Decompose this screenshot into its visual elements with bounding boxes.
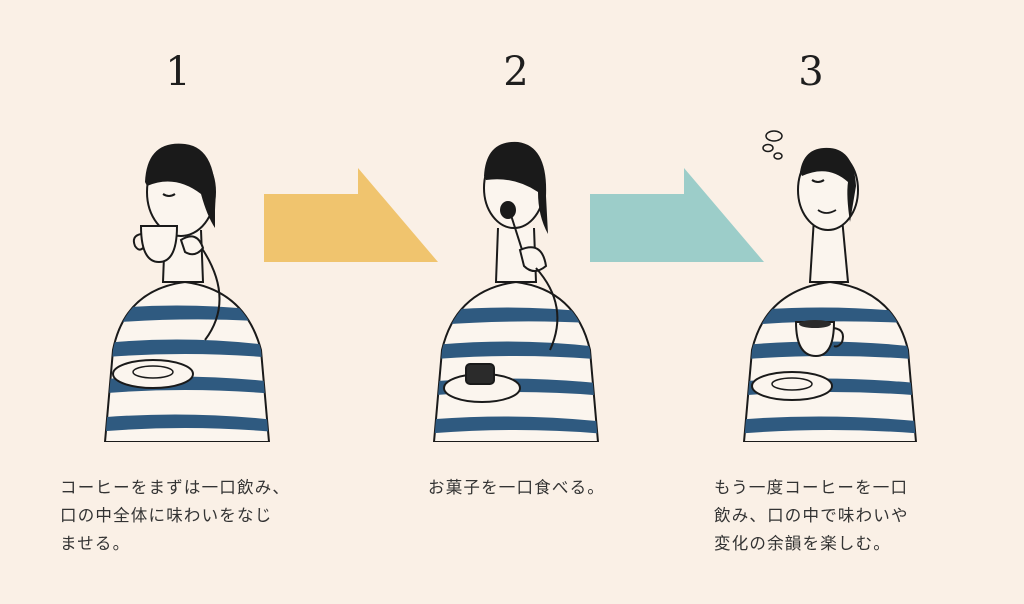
step-2-number: 2 (503, 49, 529, 95)
woman-eating-sweet-illustration (432, 141, 600, 442)
step-1-number: 1 (165, 49, 191, 95)
step-1-caption: コーヒーをまずは一口飲み、 口の中全体に味わいをなじ ませる。 (60, 478, 291, 553)
step-3-caption: もう一度コーヒーを一口 飲み、口の中で味わいや 変化の余韻を楽しむ。 (714, 478, 909, 553)
step-2-caption: お菓子を一口食べる。 (428, 478, 605, 497)
woman-savoring-illustration (742, 130, 918, 442)
step-3-number: 3 (798, 49, 824, 95)
step-arrow-2 (590, 168, 764, 262)
step-arrow-1 (264, 168, 438, 262)
woman-sipping-coffee-illustration (103, 143, 271, 442)
